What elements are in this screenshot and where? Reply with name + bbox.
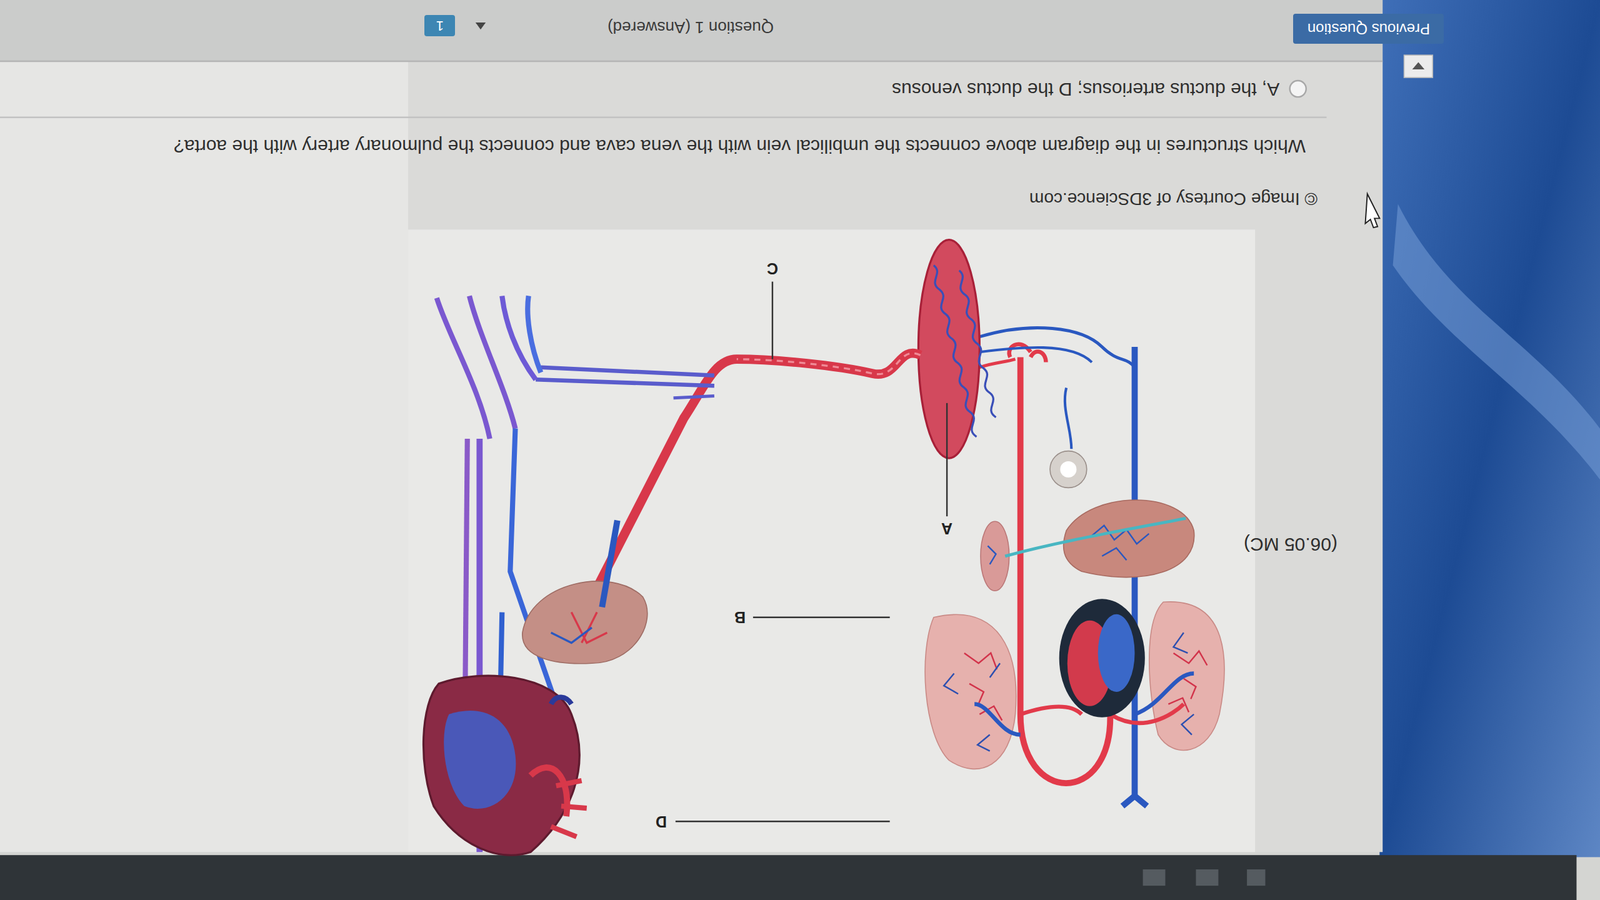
- desktop-background: [1379, 0, 1600, 857]
- button-label: Previous Question: [1306, 20, 1430, 38]
- image-credit: © Image Courtesy of 3DScience.com: [1029, 188, 1318, 209]
- taskbar: [0, 855, 1577, 900]
- nav-bar: [0, 0, 1383, 62]
- button-label: 1: [435, 18, 444, 34]
- question-code: (06.05 MC): [1243, 533, 1338, 555]
- radio-button: [1290, 80, 1307, 97]
- part-label: D: [655, 812, 667, 831]
- answer-option: A, the ductus arteriosus; D the ductus v…: [891, 78, 1280, 100]
- page-button: 1: [424, 15, 455, 37]
- fetal-circulation-illustration: [423, 240, 1225, 855]
- page-status: Question 1 (Answered): [607, 17, 774, 37]
- mouse-cursor: [1365, 193, 1380, 228]
- leader-line: [675, 281, 947, 822]
- question-text: Which structures in the diagram above co…: [173, 135, 1306, 157]
- part-label: A: [941, 519, 953, 538]
- nav-button: Previous Question: [1293, 13, 1444, 44]
- part-label: C: [766, 259, 779, 278]
- part-label: B: [734, 608, 746, 627]
